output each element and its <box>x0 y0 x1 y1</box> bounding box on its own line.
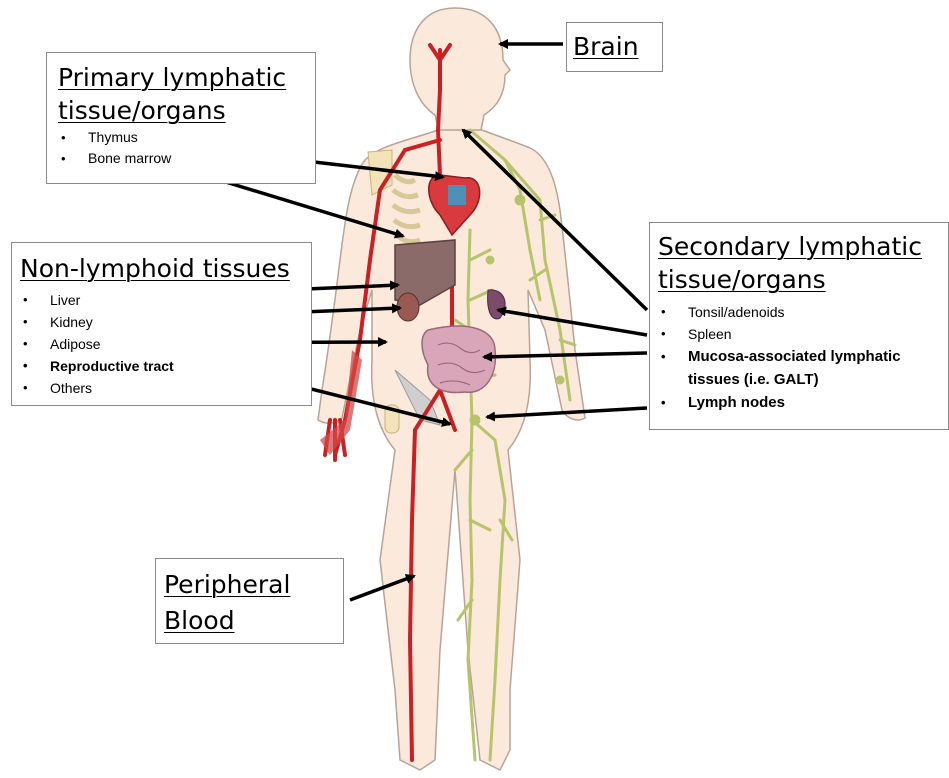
non-lymphoid-list: Liver Kidney Adipose Reproductive tract … <box>20 289 311 399</box>
secondary-list: Tonsil/adenoids Spleen Mucosa-associated… <box>658 301 948 414</box>
list-item-thymus: Thymus <box>58 127 315 148</box>
intestines <box>422 326 495 392</box>
list-item-malt: Mucosa-associated lymphatic <box>658 345 948 368</box>
list-item-tonsil: Tonsil/adenoids <box>658 301 948 323</box>
non-lymphoid-box: Non-lymphoid tissues Liver Kidney Adipos… <box>11 242 312 406</box>
brain-label-box: Brain <box>566 22 663 72</box>
list-item-kidney: Kidney <box>20 311 311 333</box>
primary-lymphatic-box: Primary lymphatic tissue/organs Thymus B… <box>46 52 316 184</box>
heart-vessel <box>448 185 466 205</box>
list-item-reproductive: Reproductive tract <box>20 355 311 377</box>
primary-title-line2: tissue/organs <box>58 94 315 127</box>
head <box>410 8 510 135</box>
primary-title-line1: Primary lymphatic <box>58 61 315 94</box>
secondary-title-line1: Secondary lymphatic <box>658 230 948 263</box>
secondary-title-line2: tissue/organs <box>658 263 948 296</box>
list-item-malt-cont: tissues (i.e. GALT) <box>658 368 948 391</box>
list-item-lymph-nodes: Lymph nodes <box>658 391 948 414</box>
peripheral-blood-box: Peripheral Blood <box>155 558 344 644</box>
list-item-others: Others <box>20 377 311 399</box>
secondary-lymphatic-box: Secondary lymphatic tissue/organs Tonsil… <box>649 222 949 430</box>
non-lymphoid-title: Non-lymphoid tissues <box>20 252 311 285</box>
kidney <box>397 293 419 321</box>
primary-list: Thymus Bone marrow <box>58 127 315 169</box>
list-item-liver: Liver <box>20 289 311 311</box>
list-item-spleen: Spleen <box>658 323 948 345</box>
blood-title-line1: Peripheral <box>164 567 343 603</box>
list-item-adipose: Adipose <box>20 333 311 355</box>
list-item-bone-marrow: Bone marrow <box>58 148 315 169</box>
brain-title: Brain <box>573 30 639 63</box>
blood-title-line2: Blood <box>164 603 343 639</box>
